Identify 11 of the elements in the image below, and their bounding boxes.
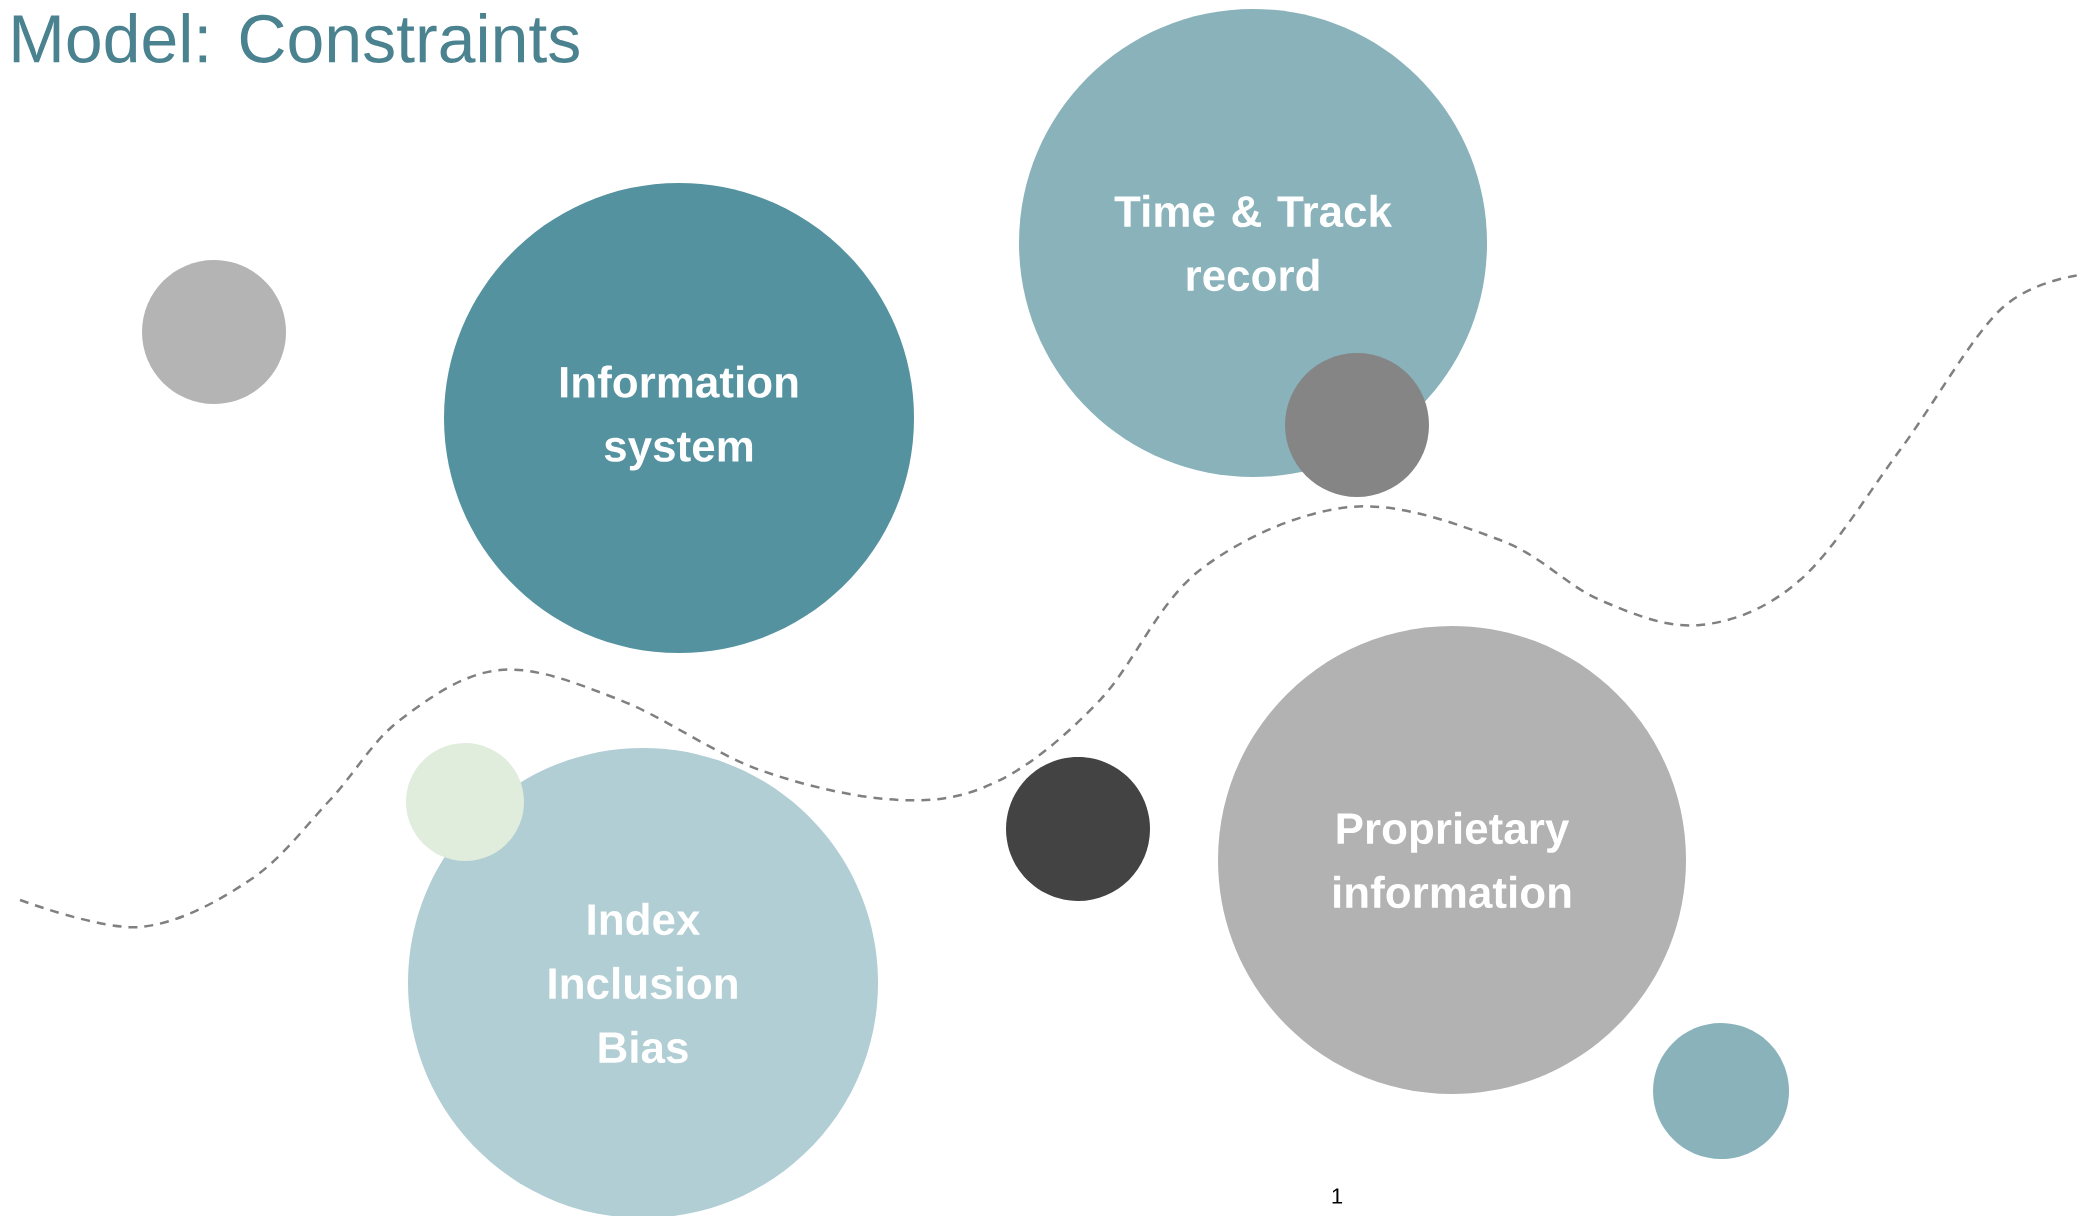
bubble: Index Inclusion Bias	[408, 748, 878, 1216]
dot	[1285, 353, 1429, 497]
dot	[1653, 1023, 1789, 1159]
dot	[142, 260, 286, 404]
title: Model: Constraints	[13, 13, 579, 63]
page-number: 1	[1332, 1188, 1343, 1204]
bubble: Proprietary information	[1218, 626, 1686, 1094]
dot	[1006, 757, 1150, 901]
bubble: Information system	[444, 183, 914, 653]
dot	[406, 743, 524, 861]
bubble: Time & Track record	[1019, 9, 1487, 477]
